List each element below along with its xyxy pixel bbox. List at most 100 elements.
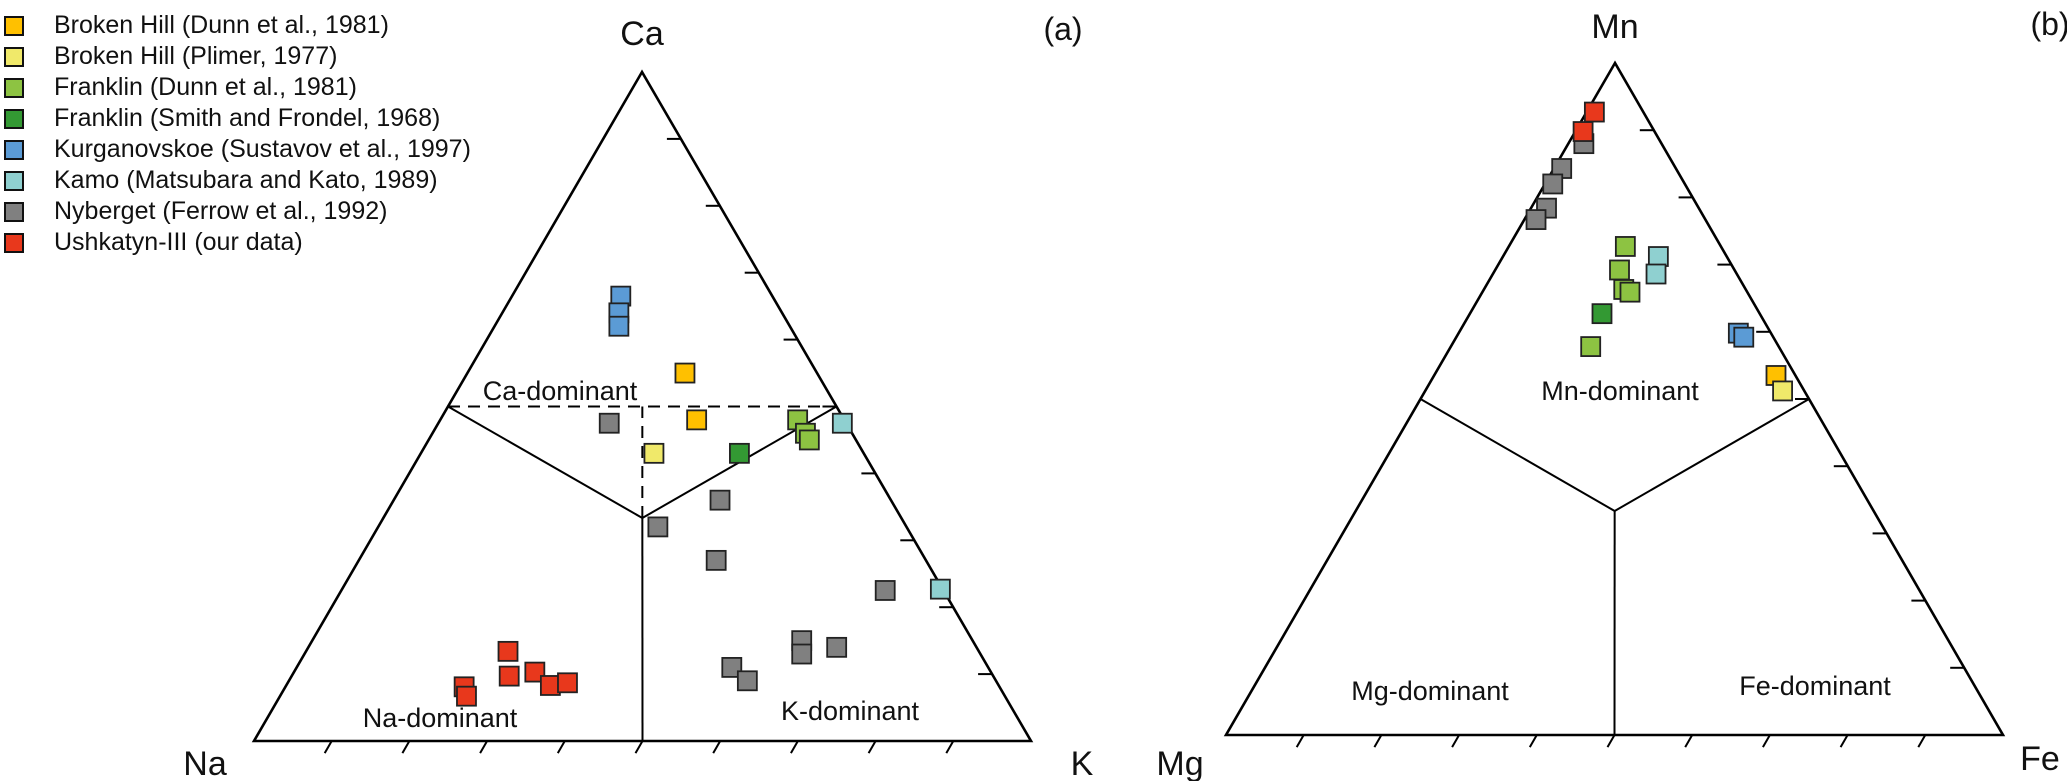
- legend-label: Broken Hill (Dunn et al., 1981): [54, 11, 389, 39]
- data-point: [929, 578, 951, 600]
- data-point: [721, 657, 743, 678]
- tick: [1419, 386, 1429, 400]
- tick: [1295, 734, 1305, 748]
- legend-item: Nyberget (Ferrow et al., 1992): [4, 196, 471, 227]
- tick: [602, 126, 612, 140]
- data-point: [557, 672, 578, 694]
- legend-item: Broken Hill (Dunn et al., 1981): [4, 10, 471, 41]
- data-point: [1580, 336, 1602, 357]
- tick: [291, 661, 301, 675]
- legend-swatch: [4, 108, 24, 129]
- tick: [712, 740, 722, 754]
- legend-item: Kurganovskoe (Sustavov et al., 1997): [4, 134, 471, 165]
- region-boundary: [1420, 398, 1616, 512]
- data-point: [736, 670, 758, 692]
- legend-label: Franklin (Smith and Frondel, 1968): [54, 104, 441, 132]
- apex-label-na: Na: [183, 745, 227, 781]
- tick: [1302, 587, 1312, 602]
- data-point: [1733, 326, 1755, 348]
- data-point: [1591, 303, 1613, 325]
- legend-label: Ushkatyn-III (our data): [54, 228, 303, 256]
- tick: [323, 740, 333, 754]
- legend-label: Franklin (Dunn et al., 1981): [54, 73, 357, 101]
- tick: [1451, 734, 1460, 748]
- region-label: Mn-dominant: [1541, 376, 1699, 406]
- tick: [945, 740, 955, 754]
- data-point: [686, 409, 708, 431]
- data-point: [497, 640, 519, 662]
- tick: [1528, 734, 1538, 748]
- data-point: [1572, 121, 1594, 142]
- data-point: [1645, 263, 1667, 285]
- panel-label: (a): [1043, 11, 1082, 47]
- data-point: [709, 489, 731, 511]
- data-point: [826, 636, 848, 658]
- legend-swatch: [4, 170, 24, 191]
- data-point: [798, 429, 820, 451]
- tick: [369, 527, 379, 541]
- legend-item: Franklin (Smith and Frondel, 1968): [4, 103, 471, 134]
- data-point: [1772, 380, 1793, 402]
- apex-label-mg: Mg: [1156, 745, 1203, 781]
- region-label: Mg-dominant: [1351, 676, 1509, 706]
- data-point: [1542, 173, 1564, 195]
- region-label: K-dominant: [781, 696, 920, 726]
- data-point: [1619, 281, 1641, 303]
- tick: [447, 393, 456, 407]
- tick: [479, 740, 488, 754]
- legend-label: Broken Hill (Plimer, 1977): [54, 42, 338, 70]
- tick: [867, 740, 877, 754]
- data-point: [1525, 209, 1547, 230]
- data-point: [647, 516, 669, 538]
- panel-label: (b): [2030, 6, 2067, 42]
- data-point: [674, 362, 696, 384]
- region-label: Fe-dominant: [1739, 671, 1891, 701]
- tick: [1839, 734, 1849, 748]
- data-point: [1614, 236, 1636, 257]
- data-point: [1647, 246, 1669, 267]
- data-point: [1609, 259, 1630, 281]
- data-point: [524, 661, 546, 683]
- tick: [401, 740, 411, 754]
- region-boundary: [447, 405, 643, 519]
- tick: [1373, 734, 1383, 748]
- region-boundary: [1614, 398, 1810, 512]
- data-point: [705, 549, 727, 571]
- legend: Broken Hill (Dunn et al., 1981) Broken Hi…: [4, 10, 471, 258]
- legend-swatch: [4, 15, 24, 36]
- tick: [1917, 734, 1927, 748]
- tick: [1684, 734, 1694, 748]
- legend-label: Nyberget (Ferrow et al., 1992): [54, 197, 388, 225]
- legend-swatch: [4, 201, 24, 222]
- legend-item: Franklin (Dunn et al., 1981): [4, 72, 471, 103]
- tick: [556, 740, 566, 754]
- apex-label-ca: Ca: [620, 15, 664, 53]
- data-point: [539, 675, 561, 696]
- data-point: [729, 442, 750, 464]
- tick: [485, 326, 495, 341]
- legend-item: Ushkatyn-III (our data): [4, 227, 471, 258]
- apex-label-fe: Fe: [2020, 740, 2060, 778]
- tick: [1606, 734, 1616, 748]
- legend-swatch: [4, 77, 24, 98]
- legend-label: Kurganovskoe (Sustavov et al., 1997): [54, 135, 471, 163]
- data-point: [456, 685, 477, 707]
- legend-item: Broken Hill (Plimer, 1977): [4, 41, 471, 72]
- region-label: Na-dominant: [363, 703, 518, 733]
- tick: [563, 193, 573, 207]
- apex-label-k: K: [1071, 745, 1094, 781]
- data-point: [643, 442, 665, 464]
- tick: [1458, 319, 1468, 333]
- region-label: Ca-dominant: [483, 376, 638, 406]
- tick: [408, 460, 418, 474]
- data-point: [498, 665, 520, 687]
- tick: [790, 740, 799, 754]
- tick: [634, 740, 644, 754]
- tick: [330, 594, 340, 608]
- data-point: [598, 412, 620, 434]
- tick: [1341, 520, 1351, 534]
- tick: [524, 260, 534, 274]
